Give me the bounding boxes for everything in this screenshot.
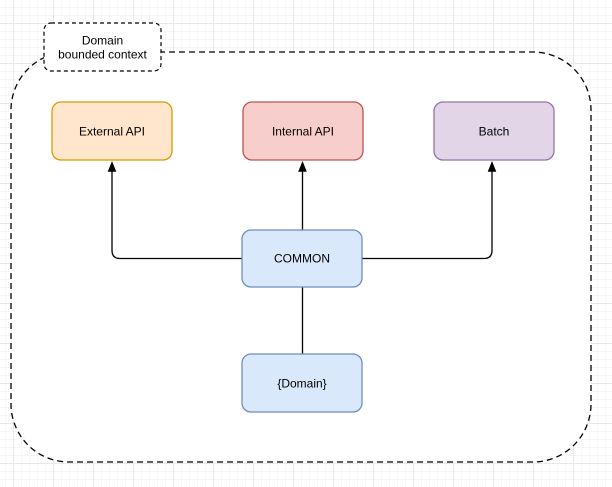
node-batch[interactable]: Batch (433, 101, 555, 161)
node-internal-api-shape[interactable] (242, 101, 364, 161)
node-domain-label: {Domain} (277, 377, 326, 391)
bounded-context-label-shape[interactable] (43, 22, 162, 72)
node-internal-api[interactable]: Internal API (242, 101, 364, 161)
node-external-api[interactable]: External API (51, 101, 173, 161)
arrowhead-batch (487, 161, 497, 172)
node-domain[interactable]: {Domain} (241, 353, 363, 413)
arrowhead-internal-api (298, 161, 307, 172)
bounded-context-label-box[interactable]: Domain bounded context (43, 22, 162, 72)
node-common-shape[interactable] (241, 229, 363, 288)
node-common-label: COMMON (274, 252, 330, 266)
node-domain-shape[interactable] (241, 353, 363, 413)
node-internal-api-label: Internal API (272, 125, 334, 139)
node-batch-shape[interactable] (433, 101, 555, 161)
edge-common-to-batch[interactable] (362, 171, 493, 260)
node-batch-label: Batch (479, 125, 510, 139)
edges (107, 161, 497, 354)
node-external-api-shape[interactable] (51, 101, 173, 161)
arrowhead-external-api (107, 161, 117, 172)
edge-common-to-external-api[interactable] (111, 171, 242, 260)
node-external-api-label: External API (79, 125, 145, 139)
bounded-context-label-line1: Domain (82, 34, 123, 48)
bounded-context-label-line2: bounded context (58, 48, 147, 62)
node-common[interactable]: COMMON (241, 229, 363, 288)
